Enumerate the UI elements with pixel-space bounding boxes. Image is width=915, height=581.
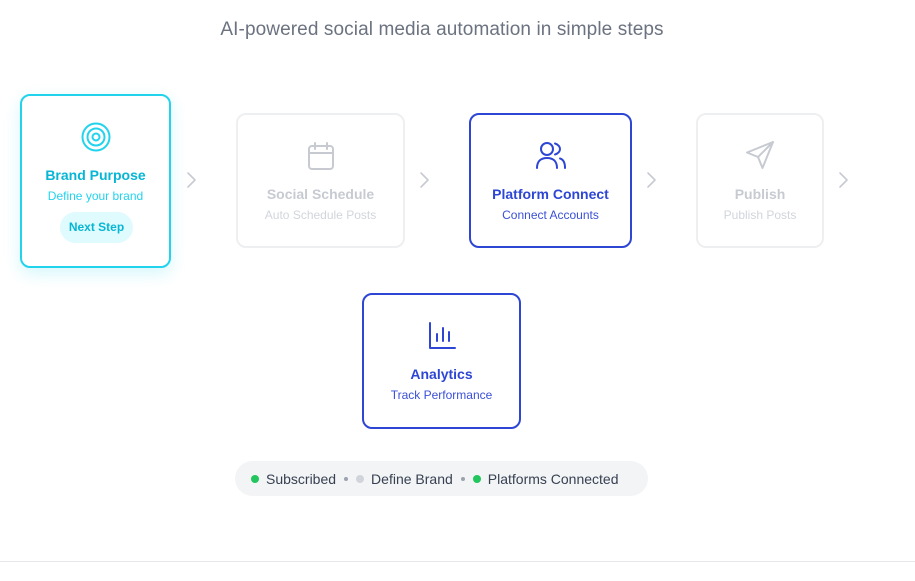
step-title: Social Schedule bbox=[266, 186, 375, 202]
calendar-icon bbox=[307, 141, 335, 176]
send-icon bbox=[745, 140, 775, 175]
step-card-brand-purpose[interactable]: Brand Purpose Define your brand Next Ste… bbox=[20, 94, 171, 268]
step-title: Publish bbox=[734, 186, 786, 202]
status-label-subscribed: Subscribed bbox=[266, 470, 337, 487]
step-description: Publish Posts bbox=[723, 208, 797, 222]
bottom-divider bbox=[0, 561, 915, 562]
target-icon bbox=[81, 122, 111, 157]
bar-chart-icon bbox=[427, 321, 457, 356]
step-description: Define your brand bbox=[47, 189, 144, 203]
status-label-platforms-connected: Platforms Connected bbox=[487, 470, 619, 487]
step-title: Platform Connect bbox=[492, 186, 609, 202]
step-card-social-schedule[interactable]: Social Schedule Auto Schedule Posts bbox=[236, 113, 405, 248]
status-dot-subscribed bbox=[251, 474, 259, 483]
users-icon bbox=[535, 140, 567, 175]
next-step-button[interactable]: Next Step bbox=[60, 212, 133, 243]
chevron-right-icon bbox=[838, 171, 850, 194]
status-bar: Subscribed Define Brand Platforms Connec… bbox=[235, 461, 648, 496]
status-separator bbox=[344, 476, 349, 481]
status-label-define-brand: Define Brand bbox=[371, 470, 453, 487]
step-card-platform-connect[interactable]: Platform Connect Connect Accounts bbox=[469, 113, 632, 248]
status-dot-define-brand bbox=[356, 474, 365, 483]
chevron-right-icon bbox=[646, 171, 658, 194]
chevron-right-icon bbox=[419, 171, 431, 194]
chevron-right-icon bbox=[186, 171, 198, 194]
status-separator bbox=[460, 476, 465, 481]
step-card-analytics[interactable]: Analytics Track Performance bbox=[362, 293, 521, 429]
step-title: Brand Purpose bbox=[45, 167, 146, 183]
step-description: Auto Schedule Posts bbox=[264, 208, 377, 222]
step-title: Analytics bbox=[410, 366, 473, 382]
status-dot-platforms-connected bbox=[472, 474, 481, 483]
page-subtitle: AI-powered social media automation in si… bbox=[220, 19, 664, 40]
step-description: Track Performance bbox=[390, 388, 493, 402]
step-card-publish[interactable]: Publish Publish Posts bbox=[696, 113, 824, 248]
step-description: Connect Accounts bbox=[502, 208, 599, 222]
